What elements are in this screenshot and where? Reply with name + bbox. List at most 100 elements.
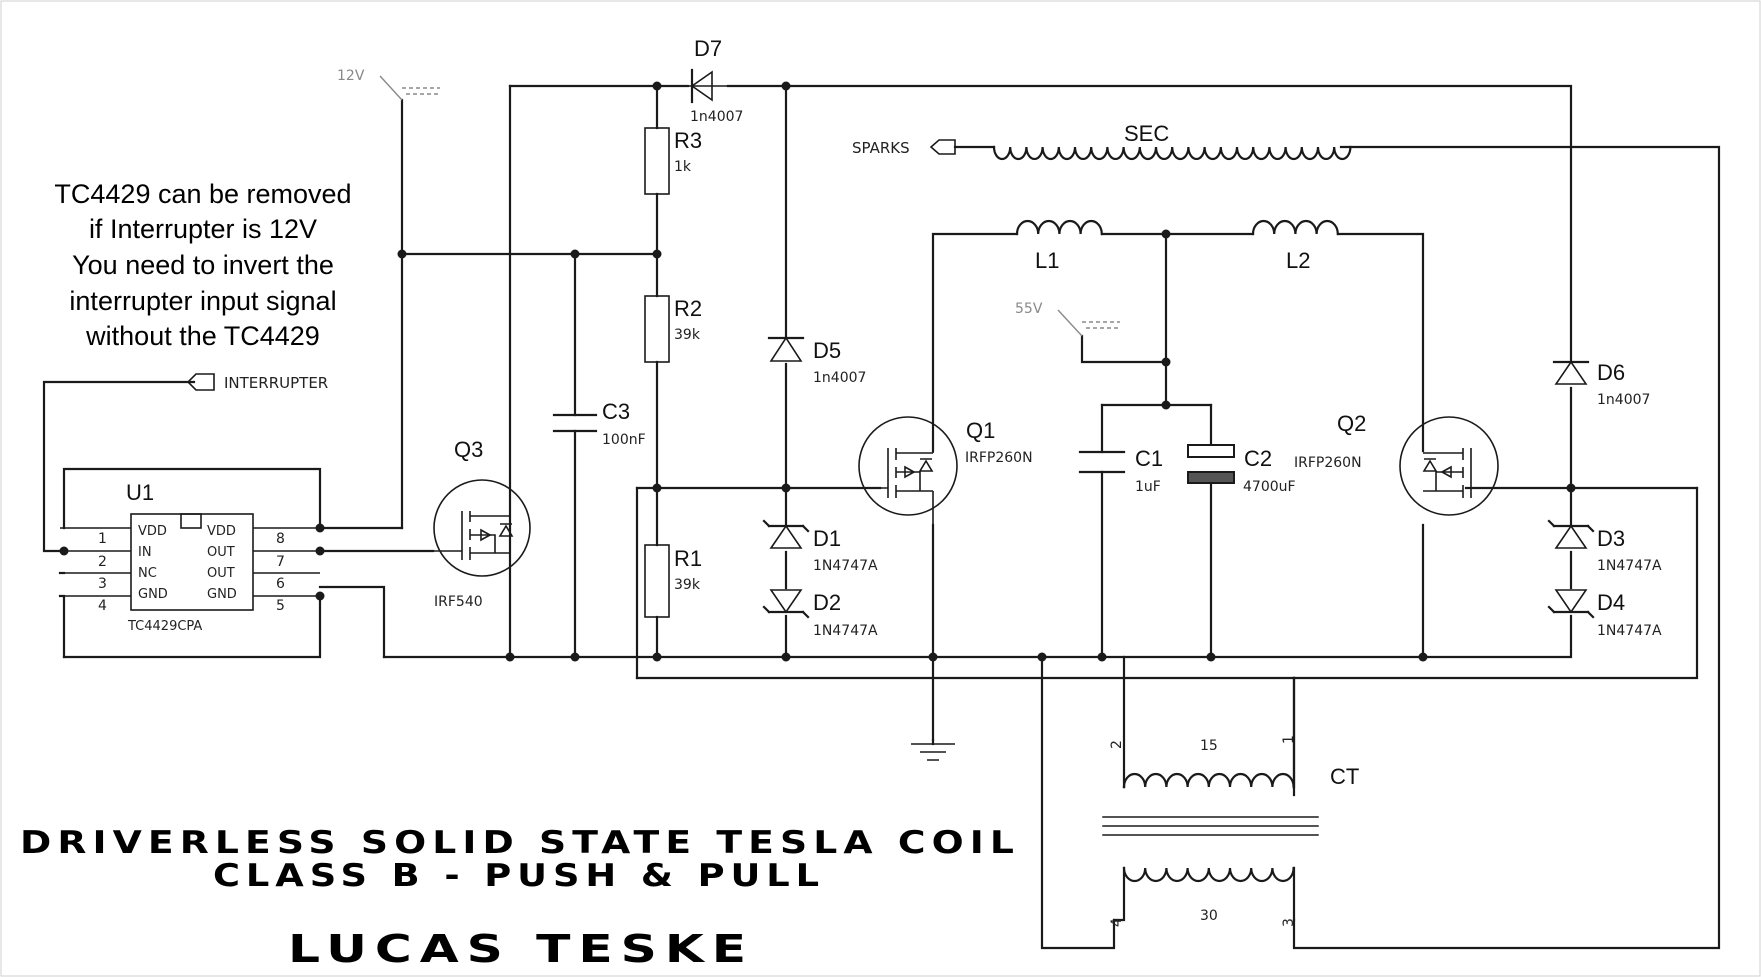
note-text: TC4429 can be removed if Interrupter is … (54, 179, 351, 351)
ct-secondary-turns: 30 (1200, 908, 1218, 924)
u1-pin7: 7 (276, 554, 285, 570)
d4-ref: D4 (1597, 590, 1625, 615)
d3-part: 1N4747A (1597, 558, 1662, 574)
mosfet-q1: Q1 IRFP260N (858, 416, 1033, 525)
secondary-coil-sec: SEC (992, 121, 1352, 161)
d1-part: 1N4747A (813, 558, 878, 574)
note-line-3: You need to invert the (72, 250, 334, 280)
diode-d4: D4 1N4747A (1547, 589, 1662, 639)
sec-ref: SEC (1124, 121, 1169, 146)
q1-part: IRFP260N (965, 450, 1033, 466)
c2-ref: C2 (1244, 446, 1272, 471)
u1-pin-name-7: OUT (207, 545, 235, 560)
d7-part: 1n4007 (690, 109, 743, 125)
diode-d2: D2 1N4747A (762, 589, 878, 639)
port-sparks: SPARKS (852, 139, 956, 157)
u1-pin1: 1 (98, 531, 107, 547)
u1-pin-name-1: VDD (138, 524, 167, 539)
q1-ref: Q1 (966, 418, 995, 443)
l1-ref: L1 (1035, 248, 1059, 273)
q3-ref: Q3 (454, 437, 483, 462)
u1-pin6: 6 (276, 576, 285, 592)
q3-part: IRF540 (434, 594, 483, 610)
r1-value: 39k (674, 577, 701, 593)
note-line-2: if Interrupter is 12V (89, 214, 317, 244)
ct-pin-1: 1 (1281, 735, 1297, 744)
c1-ref: C1 (1135, 446, 1163, 471)
diode-d5: D5 1n4007 (767, 336, 866, 386)
d5-part: 1n4007 (813, 370, 866, 386)
diode-d7: D7 1n4007 (688, 36, 743, 125)
d3-ref: D3 (1597, 526, 1625, 551)
d4-part: 1N4747A (1597, 623, 1662, 639)
u1-part: TC4429CPA (127, 619, 202, 634)
ct-primary-turns: 15 (1200, 738, 1218, 754)
u1-pin3: 3 (98, 576, 107, 592)
power-12v-label: 12V (337, 68, 365, 84)
diode-d3: D3 1N4747A (1547, 519, 1662, 574)
u1-pin4: 4 (98, 598, 107, 614)
current-transformer-ct: CT 15 30 1 2 3 4 (1102, 676, 1359, 927)
u1-pin-name-4: GND (138, 587, 168, 602)
d7-ref: D7 (694, 36, 722, 61)
c1-value: 1uF (1135, 479, 1161, 495)
mosfet-q2: Q2 IRFP260N (1294, 411, 1499, 516)
note-line-1: TC4429 can be removed (54, 179, 351, 209)
q2-part: IRFP260N (1294, 455, 1362, 471)
ct-pin-4: 4 (1109, 918, 1125, 927)
power-55v-label: 55V (1015, 301, 1043, 317)
capacitor-c1: C1 1uF (1078, 446, 1163, 495)
mosfet-q3: Q3 IRF540 (433, 437, 531, 610)
u1-pin5: 5 (276, 598, 285, 614)
capacitor-c2: C2 4700uF (1187, 444, 1296, 495)
d6-part: 1n4007 (1597, 392, 1650, 408)
d2-part: 1N4747A (813, 623, 878, 639)
c3-value: 100nF (602, 432, 646, 448)
resistor-r1: R1 39k (644, 544, 702, 618)
q2-ref: Q2 (1337, 411, 1366, 436)
d2-ref: D2 (813, 590, 841, 615)
sparks-label: SPARKS (852, 139, 910, 157)
ct-ref: CT (1330, 764, 1359, 789)
d6-ref: D6 (1597, 360, 1625, 385)
u1-pin-name-2: IN (138, 545, 152, 560)
r1-ref: R1 (674, 546, 702, 571)
interrupter-label: INTERRUPTER (224, 374, 328, 392)
port-interrupter: INTERRUPTER (186, 373, 328, 392)
r2-ref: R2 (674, 296, 702, 321)
c3-ref: C3 (602, 399, 630, 424)
r3-value: 1k (674, 159, 692, 175)
note-line-5: without the TC4429 (85, 321, 320, 351)
ic-u1: U1 TC4429CPA 1 2 3 4 5 6 7 8 VDD IN NC G… (60, 480, 320, 634)
resistor-r3: R3 1k (644, 127, 702, 195)
ct-pin-3: 3 (1281, 918, 1297, 927)
diode-d1: D1 1N4747A (762, 519, 878, 574)
title-line-1: DRIVERLESS SOLID STATE TESLA COIL (20, 825, 1020, 861)
r2-value: 39k (674, 327, 701, 343)
title-line-2: CLASS B - PUSH & PULL (213, 858, 825, 894)
power-55v: 55V (1015, 301, 1120, 337)
power-12v: 12V (337, 68, 440, 101)
c2-value: 4700uF (1243, 479, 1296, 495)
ct-pin-2: 2 (1109, 740, 1125, 749)
u1-pin-name-3: NC (138, 566, 157, 581)
inductor-l2: L2 (1251, 219, 1339, 273)
title-author: LUCAS TESKE (288, 927, 754, 971)
u1-pin-name-6: OUT (207, 566, 235, 581)
ground-symbol (911, 743, 955, 761)
d1-ref: D1 (813, 526, 841, 551)
diode-d6: D6 1n4007 (1552, 360, 1650, 408)
note-line-4: interrupter input signal (69, 286, 336, 316)
l2-ref: L2 (1286, 248, 1310, 273)
u1-pin-name-8: VDD (207, 524, 236, 539)
d5-ref: D5 (813, 338, 841, 363)
title-block: DRIVERLESS SOLID STATE TESLA COIL CLASS … (20, 825, 1020, 971)
inductor-l1: L1 (1015, 219, 1103, 273)
capacitor-c3: C3 100nF (552, 399, 646, 448)
u1-ref: U1 (126, 480, 154, 505)
u1-pin-name-5: GND (207, 587, 237, 602)
r3-ref: R3 (674, 128, 702, 153)
u1-pin2: 2 (98, 554, 107, 570)
resistor-r2: R2 39k (644, 295, 702, 363)
